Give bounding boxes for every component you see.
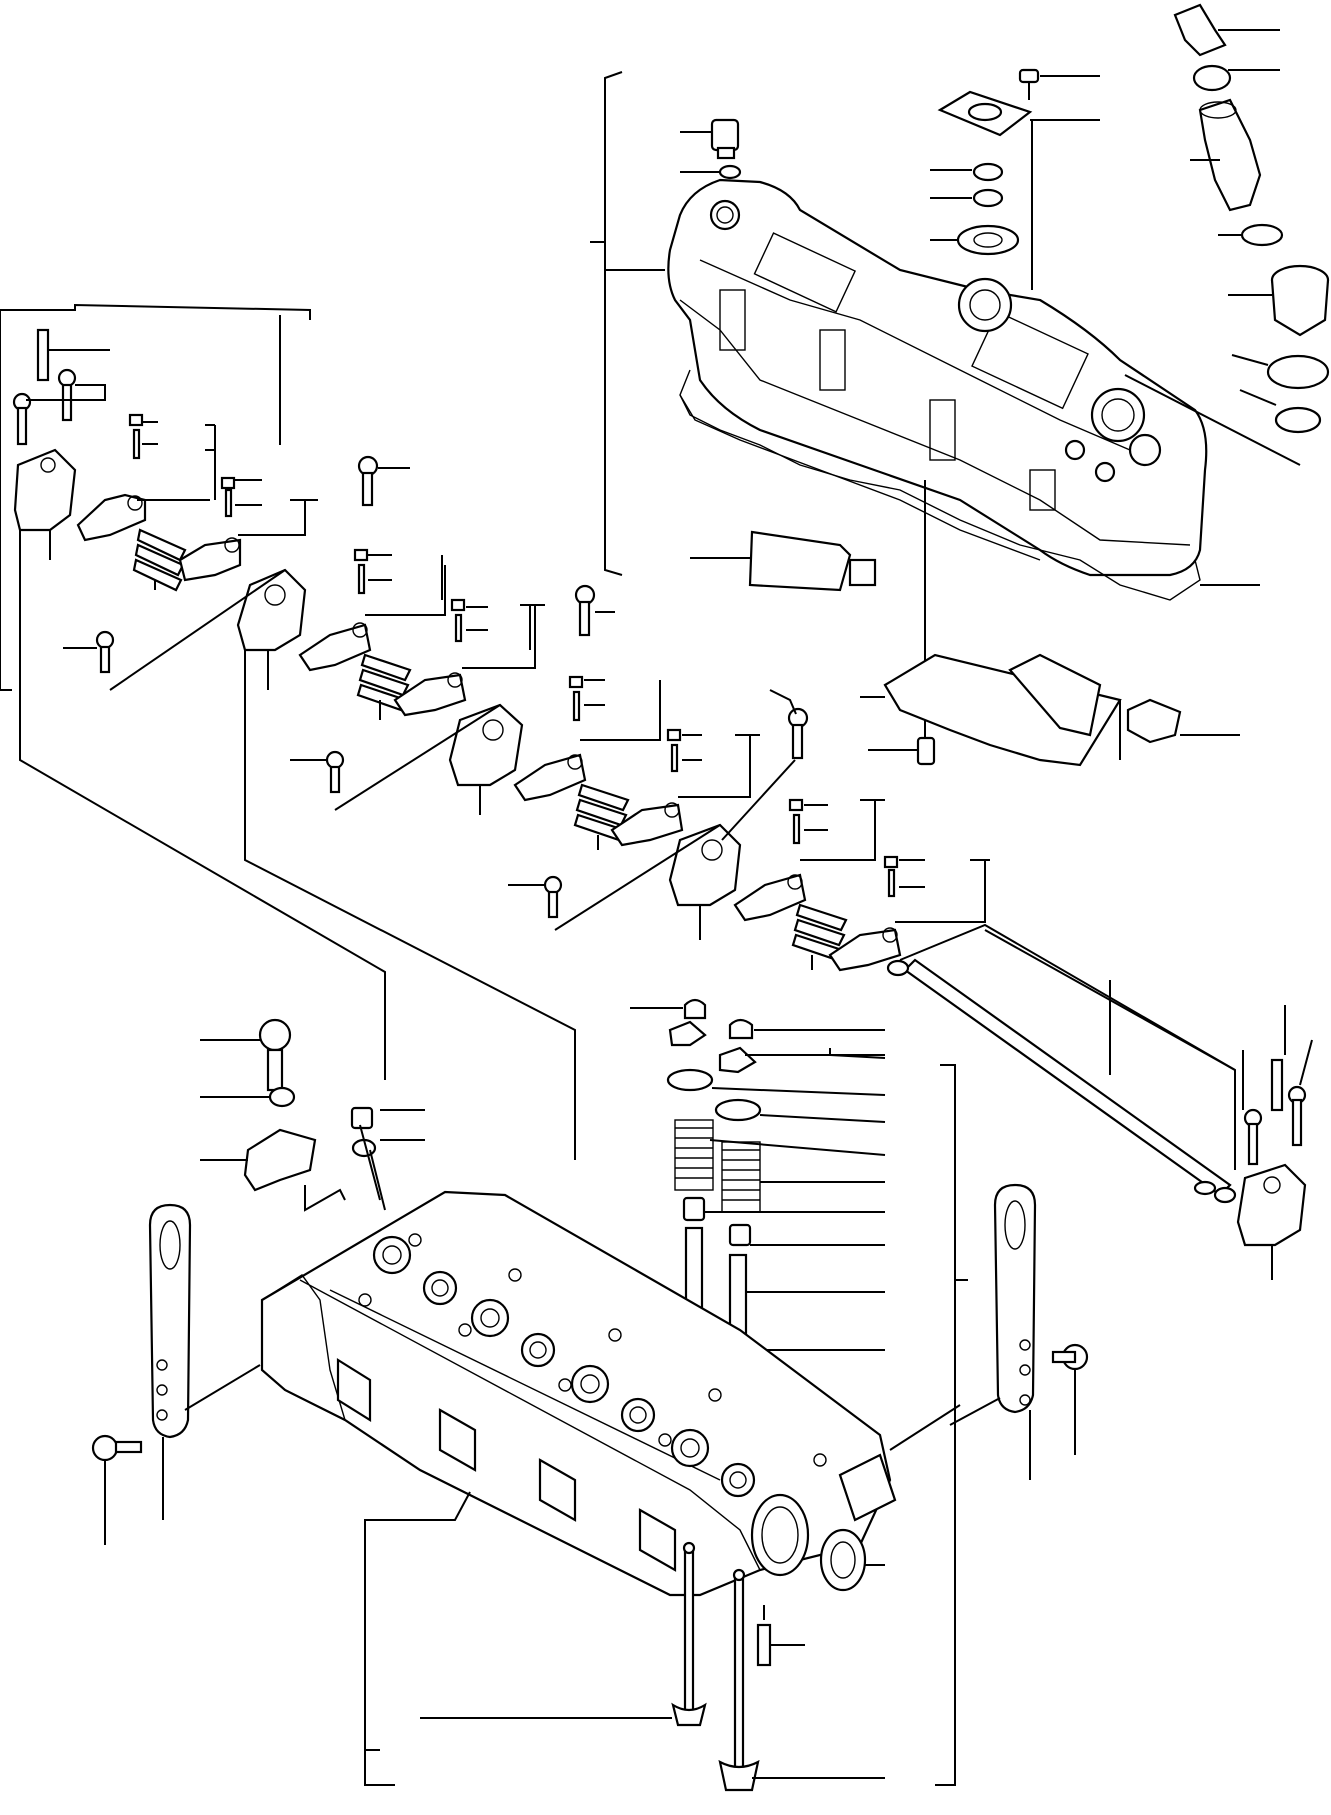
spring-retainer [666, 1068, 714, 1092]
bolt [200, 1018, 292, 1092]
bridge [200, 1128, 346, 1212]
rocker-arm [76, 493, 210, 542]
bolt [508, 875, 563, 919]
lock-nut [883, 855, 925, 898]
pad [1126, 698, 1240, 744]
rocker-shaft [886, 923, 1313, 1280]
bolt [574, 584, 615, 637]
rocker-pedestal [554, 759, 796, 940]
lock-nut [220, 476, 262, 518]
cover-gasket [679, 369, 1201, 601]
rocker-arm [298, 565, 446, 672]
bolt [868, 736, 936, 766]
bolt [1287, 1039, 1313, 1147]
rocker-arm [610, 734, 760, 847]
dowel [350, 1106, 374, 1130]
exhaust-valve [718, 1568, 885, 1792]
lock-nut [568, 675, 605, 722]
valve-seal [682, 1196, 706, 1222]
washer [200, 1086, 296, 1108]
rocker-arm-assembly [0, 303, 990, 1160]
valve-cover-assembly [590, 68, 1260, 767]
adapter [1228, 264, 1330, 337]
screw [1018, 68, 1100, 100]
rocker-arm [733, 799, 885, 922]
stud [36, 328, 50, 382]
rocker-arm [393, 604, 545, 717]
valve-guide [684, 1226, 704, 1310]
dowel-pin [756, 1605, 805, 1667]
bolt [91, 1434, 143, 1545]
spring [132, 528, 187, 592]
gasket-ring [819, 1528, 885, 1592]
bolt [769, 689, 809, 760]
spring [791, 903, 848, 970]
baffle-plate [860, 653, 1122, 767]
rocker-pedestal [109, 568, 307, 691]
bolt [1051, 1343, 1089, 1455]
lock-nut [353, 548, 443, 600]
rocker-pedestal [1236, 1163, 1307, 1280]
cap-plug [680, 118, 740, 160]
filler-neck [1190, 98, 1262, 212]
lifting-bracket-left [148, 1203, 261, 1520]
lock-nut [666, 728, 702, 773]
rocker-arm [178, 499, 318, 582]
o-ring [1192, 64, 1232, 92]
rocker-arm [513, 680, 661, 802]
filler-cap [1173, 3, 1280, 57]
breather-plate [937, 90, 1100, 137]
lock-nut [788, 798, 828, 845]
bolt [1242, 1050, 1263, 1166]
o-ring [718, 164, 742, 180]
rocker-pedestal [13, 448, 77, 560]
bolt [357, 455, 410, 507]
oil-filler-assembly [1124, 3, 1330, 466]
rocker-pedestal [334, 703, 524, 815]
cylinder-head [260, 1190, 961, 1786]
head-hardware [200, 1018, 386, 1212]
lifting-bracket-right [949, 1183, 1037, 1480]
valve-cap [683, 998, 707, 1020]
intake-valve [420, 1541, 707, 1727]
valve-cover [667, 178, 1208, 577]
valve-spring [674, 1119, 886, 1191]
rocker-arm [828, 859, 990, 972]
valve-train-parts [380, 998, 968, 1786]
lock-nut [128, 413, 216, 500]
bolt [63, 630, 115, 674]
lock-nut [450, 598, 531, 650]
valve-keeper [668, 1020, 707, 1047]
bolt [290, 750, 345, 794]
stud [1270, 1058, 1284, 1112]
nut [1266, 354, 1330, 390]
bolt [12, 368, 106, 446]
sealant-tube [690, 530, 877, 592]
